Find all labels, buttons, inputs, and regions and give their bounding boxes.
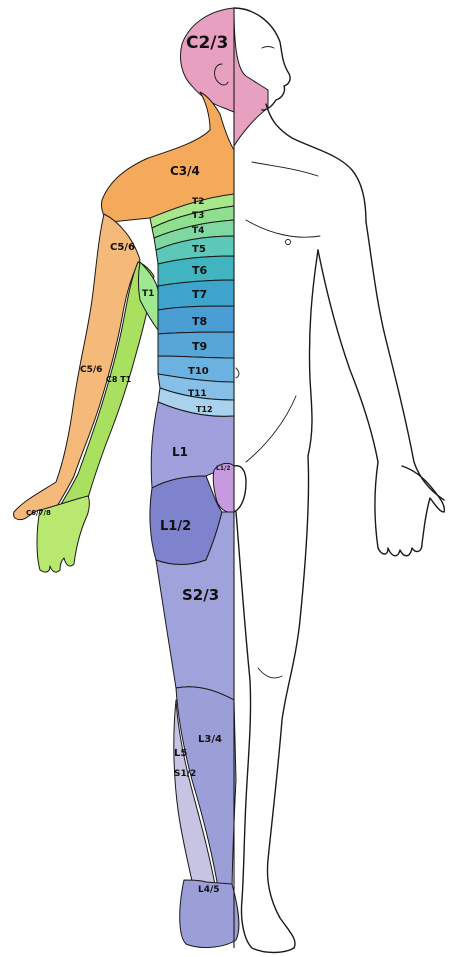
label-t10: T10 — [188, 366, 209, 377]
label-l45: L4/5 — [198, 885, 220, 895]
hip-line-right — [246, 396, 296, 462]
label-s23: S2/3 — [182, 586, 219, 604]
label-c34: C3/4 — [170, 164, 200, 178]
shoulder-outline-right — [266, 104, 366, 222]
label-t4: T4 — [192, 226, 204, 236]
label-t2: T2 — [192, 197, 204, 207]
label-c56-shoulder: C5/6 — [110, 242, 135, 253]
label-s12: S1/2 — [174, 769, 196, 779]
label-t8: T8 — [192, 315, 207, 328]
label-c8t1: C8 T1 — [106, 375, 132, 384]
label-t6: T6 — [192, 264, 208, 277]
label-t1-arm: T1 — [142, 289, 154, 299]
label-t9: T9 — [192, 340, 207, 353]
region-c23-head — [180, 8, 268, 146]
label-l12-thigh: L1/2 — [160, 519, 191, 534]
label-c678: C6/7/8 — [26, 509, 51, 517]
eye-left — [262, 47, 274, 49]
genital-outline-right — [234, 466, 246, 512]
label-t7: T7 — [192, 288, 207, 301]
label-t5: T5 — [192, 244, 206, 255]
label-t11: T11 — [188, 389, 207, 399]
leg-outline-right-outer — [268, 456, 309, 948]
label-c23: C2/3 — [186, 33, 228, 53]
navel — [236, 368, 239, 378]
collarbone-right — [252, 162, 318, 176]
arm-outline-right-inner — [318, 250, 378, 462]
label-l34: L3/4 — [198, 734, 222, 745]
label-l1: L1 — [172, 445, 188, 459]
label-t3: T3 — [192, 211, 204, 221]
label-l12-groin: L1/2 — [216, 465, 230, 472]
knee-right — [258, 668, 282, 678]
leg-outline-right-inner — [236, 512, 251, 900]
nipple-right — [286, 240, 291, 245]
label-c56-arm: C5/6 — [80, 365, 102, 375]
label-l5: L5 — [174, 748, 187, 759]
hand-outline-right — [375, 462, 444, 556]
torso-outline-right — [308, 250, 318, 456]
pectoral-right — [246, 220, 320, 237]
label-t12: T12 — [196, 405, 213, 414]
